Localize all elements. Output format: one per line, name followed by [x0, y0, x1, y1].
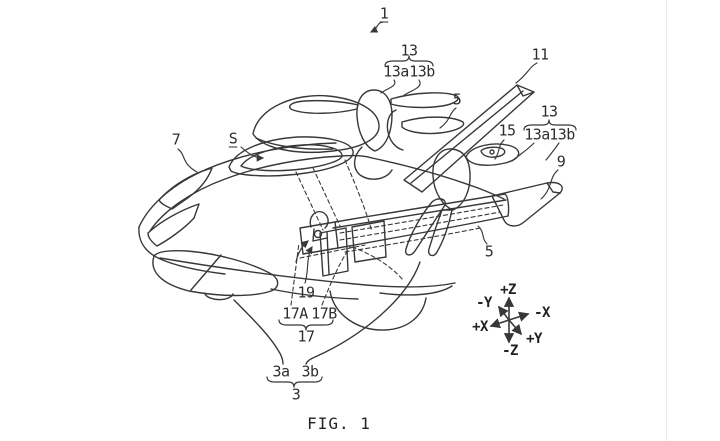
front-rotor-second	[386, 109, 465, 151]
brace-3	[266, 376, 323, 388]
windshield-window	[158, 167, 213, 210]
tail-stabilizer	[491, 181, 563, 227]
canopy-dome	[252, 94, 380, 154]
ref-label-17: 17	[297, 327, 315, 346]
ref-label-1: 1	[379, 4, 389, 23]
gear-leader-curves	[233, 261, 421, 365]
axis-label-minus-z: -Z	[502, 343, 518, 359]
cockpit-opening	[228, 136, 354, 177]
coordinate-axes	[489, 296, 530, 344]
brace-13-front	[384, 55, 434, 67]
leader-lines	[177, 21, 560, 284]
ref-label-17A: 17A	[282, 304, 308, 323]
vehicle-body	[138, 142, 505, 288]
side-window	[147, 203, 200, 247]
ref-label-5-rear: 5	[484, 242, 494, 261]
ref-label-13b-front: 13b	[409, 62, 435, 81]
rear-wheel	[270, 285, 453, 331]
ref-label-13a-front: 13a	[383, 62, 409, 81]
ref-label-15: 15	[498, 121, 516, 140]
slide-rail	[299, 193, 510, 259]
page-divider-line	[666, 0, 667, 441]
ref-label-S: S	[228, 129, 238, 148]
ref-label-17B: 17B	[311, 304, 337, 323]
ref-label-13-rear: 13	[540, 102, 558, 121]
ref-label-13a-rear: 13a	[524, 125, 550, 144]
ref-label-13b-rear: 13b	[549, 125, 575, 144]
axis-label-plus-z: +Z	[500, 282, 516, 298]
ref-label-9: 9	[556, 152, 566, 171]
ref-label-3: 3	[291, 385, 301, 404]
figure-caption: FIG. 1	[307, 414, 371, 433]
axis-label-minus-y: -Y	[476, 295, 492, 311]
hidden-lines	[290, 159, 404, 306]
ref-label-7: 7	[171, 130, 181, 149]
brace-13-rear	[523, 119, 577, 131]
ref-label-5-front: 5	[452, 90, 462, 109]
lock-mechanism	[295, 210, 387, 277]
rear-rotor	[404, 143, 520, 257]
front-rotor	[289, 89, 459, 180]
ref-label-13-front: 13	[400, 41, 418, 60]
brace-17	[278, 319, 334, 331]
front-float	[152, 249, 279, 301]
axis-label-minus-x: -X	[534, 305, 550, 321]
ref-label-19: 19	[297, 283, 315, 302]
ref-label-3b: 3b	[301, 362, 319, 381]
ref-label-3a: 3a	[272, 362, 290, 381]
ref-label-11: 11	[531, 45, 549, 64]
axis-label-plus-y: +Y	[526, 331, 542, 347]
axis-label-plus-x: +X	[472, 319, 488, 335]
tail-wing	[403, 84, 535, 193]
